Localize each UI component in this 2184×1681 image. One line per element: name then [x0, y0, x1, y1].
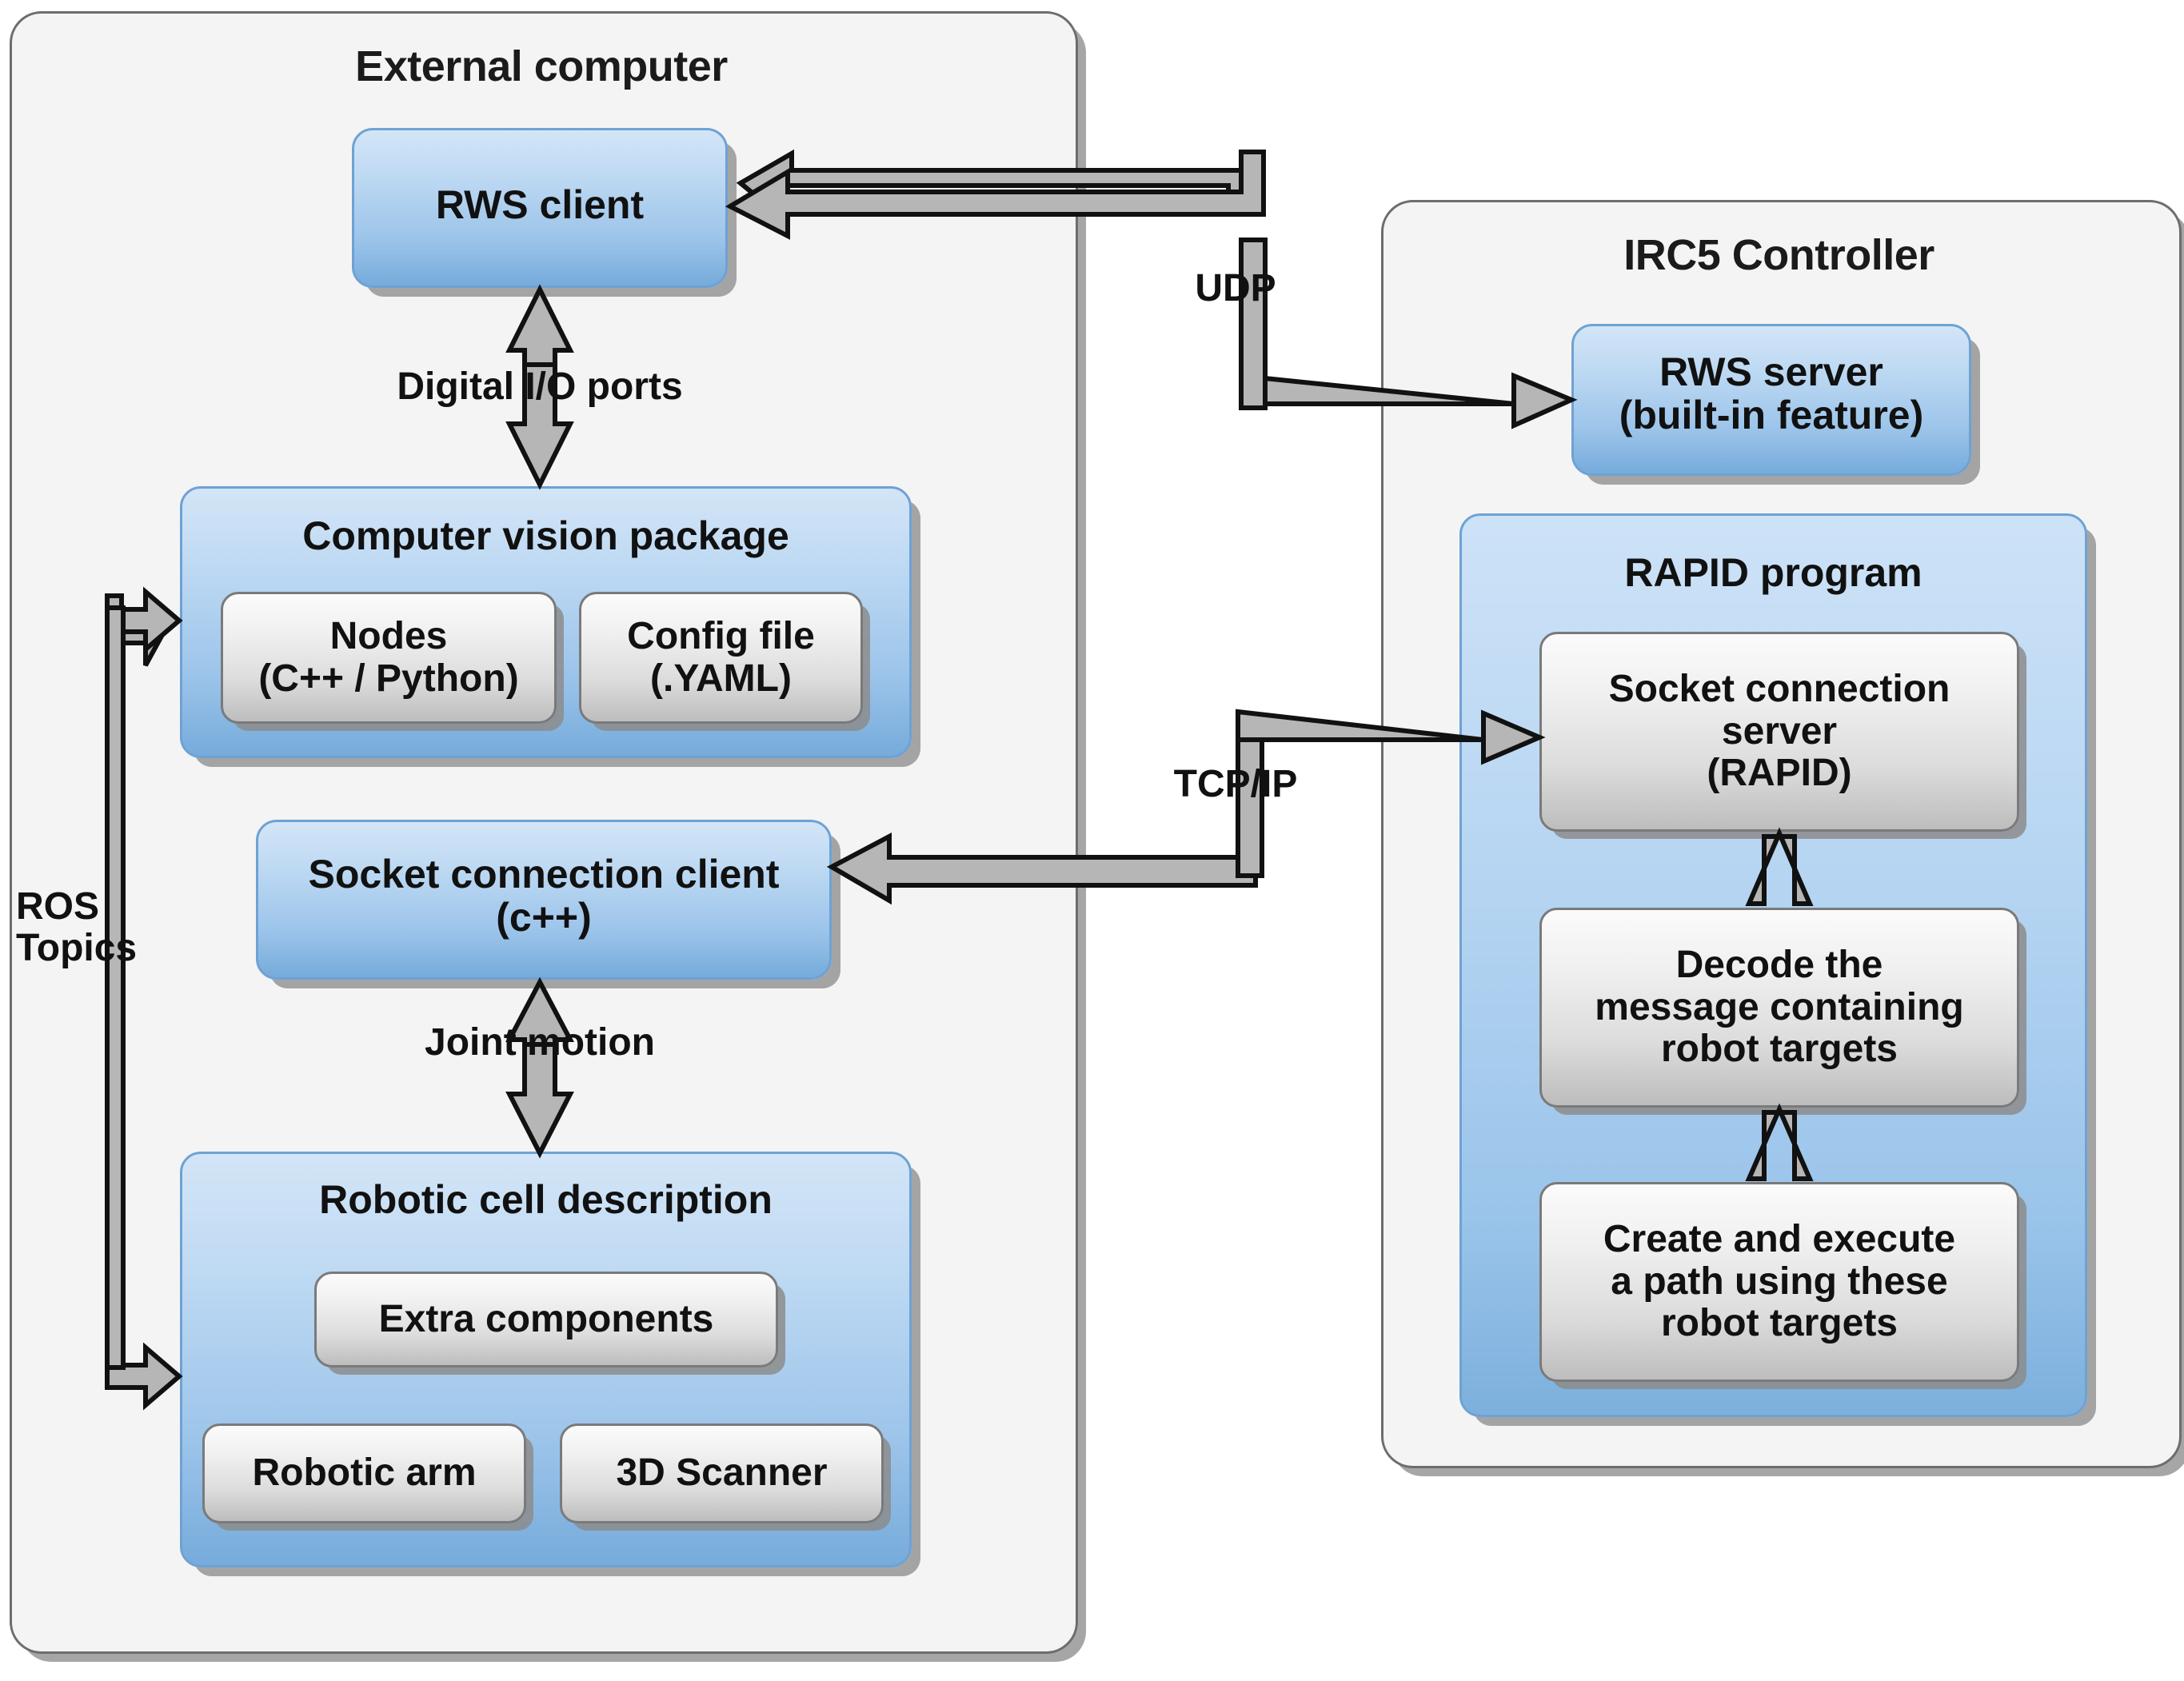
box-robotic-arm-label: Robotic arm	[252, 1451, 477, 1495]
box-3d-scanner-label: 3D Scanner	[616, 1451, 828, 1495]
box-rapid-program-label: RAPID program	[1624, 550, 1922, 595]
label-ros-topics: ROS Topics	[16, 885, 138, 969]
box-socket-connection-server-label: Socket connection server (RAPID)	[1608, 667, 1950, 795]
box-extra-components-label: Extra components	[378, 1297, 714, 1340]
box-rws-server-label: RWS server (built-in feature)	[1619, 349, 1924, 437]
box-config-file-label: Config file (.YAML)	[627, 614, 815, 700]
box-rws-client-label: RWS client	[435, 182, 645, 227]
box-robotic-cell-description-label: Robotic cell description	[319, 1177, 773, 1222]
label-joint-motion: Joint motion	[425, 1021, 655, 1064]
box-rws-client[interactable]: RWS client	[352, 128, 728, 288]
panel-external-computer-title: External computer	[355, 42, 728, 90]
box-robotic-arm[interactable]: Robotic arm	[202, 1423, 526, 1523]
box-nodes[interactable]: Nodes (C++ / Python)	[221, 592, 557, 724]
box-3d-scanner[interactable]: 3D Scanner	[560, 1423, 884, 1523]
box-config-file[interactable]: Config file (.YAML)	[579, 592, 863, 724]
box-computer-vision-package-label: Computer vision package	[302, 513, 789, 558]
label-tcpip: TCP/IP	[1173, 763, 1298, 805]
box-decode-message[interactable]: Decode the message containing robot targ…	[1539, 908, 2019, 1108]
box-socket-connection-server[interactable]: Socket connection server (RAPID)	[1539, 632, 2019, 832]
box-nodes-label: Nodes (C++ / Python)	[258, 614, 519, 700]
panel-irc5-controller-title: IRC5 Controller	[1623, 231, 1934, 279]
box-rws-server[interactable]: RWS server (built-in feature)	[1571, 324, 1971, 476]
label-digital-io-ports: Digital I/O ports	[397, 365, 683, 408]
box-decode-message-label: Decode the message containing robot targ…	[1595, 943, 1964, 1071]
box-socket-connection-client[interactable]: Socket connection client (c++)	[256, 820, 832, 980]
box-extra-components[interactable]: Extra components	[314, 1272, 778, 1368]
box-create-path-label: Create and execute a path using these ro…	[1603, 1217, 1956, 1345]
label-udp: UDP	[1195, 267, 1276, 309]
box-socket-connection-client-label: Socket connection client (c++)	[308, 852, 780, 940]
arrow-udp-elbow-stem	[1239, 238, 1268, 410]
box-create-path[interactable]: Create and execute a path using these ro…	[1539, 1182, 2019, 1382]
